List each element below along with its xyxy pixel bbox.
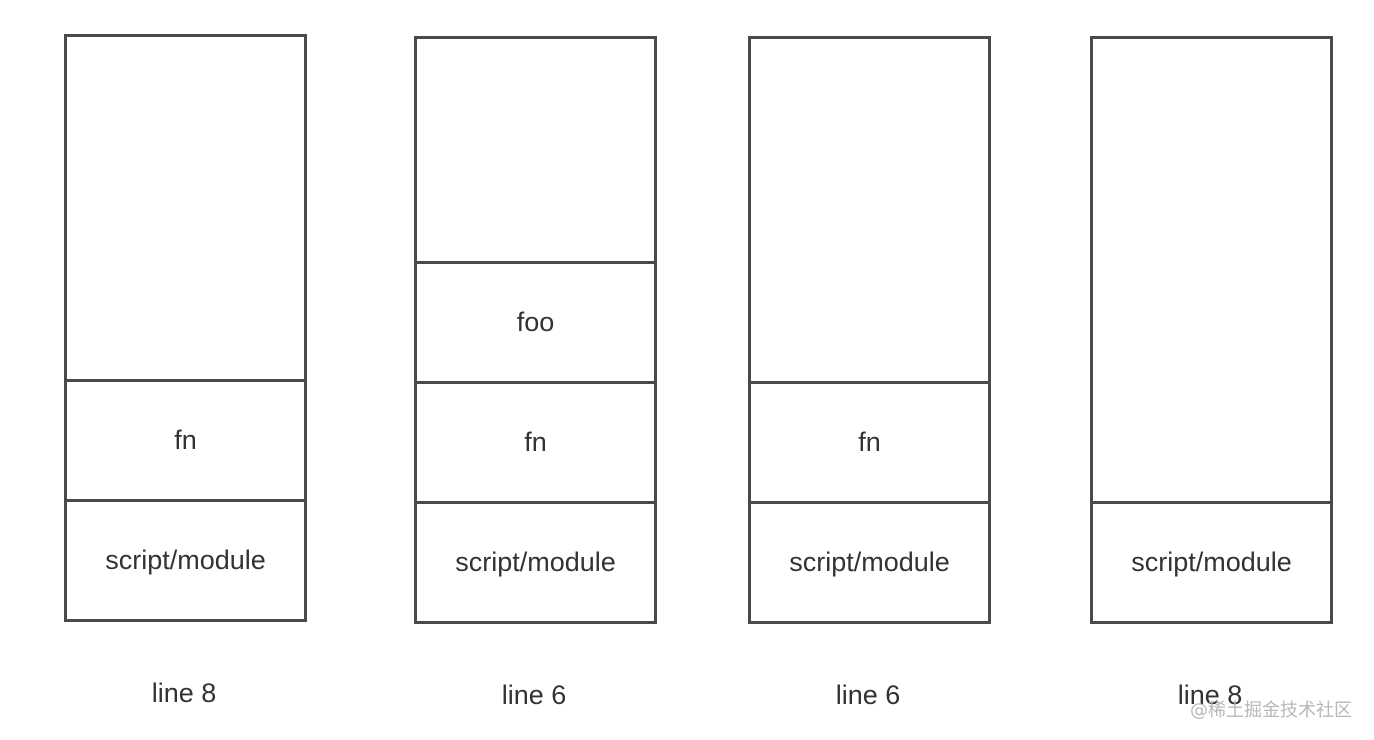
stack-frame-fn: fn	[751, 381, 988, 501]
stack-frame-foo: foo	[417, 261, 654, 381]
stack-frame-fn: fn	[417, 381, 654, 501]
call-stack-2: foo fn script/module	[414, 36, 657, 624]
stack-caption-2: line 6	[501, 680, 567, 710]
stack-frame-script-module: script/module	[751, 501, 988, 621]
stack-caption-3: line 6	[835, 680, 901, 710]
stack-frame-script-module: script/module	[67, 499, 304, 619]
call-stack-3: fn script/module	[748, 36, 991, 624]
stack-frame-fn: fn	[67, 379, 304, 499]
call-stack-4: script/module	[1090, 36, 1333, 624]
stack-caption-1: line 8	[151, 678, 217, 708]
watermark: @稀土掘金技术社区	[1190, 700, 1352, 721]
call-stack-1: fn script/module	[64, 34, 307, 622]
stack-frame-script-module: script/module	[417, 501, 654, 621]
stack-frame-script-module: script/module	[1093, 501, 1330, 621]
stack-caption-4: line 8	[1177, 680, 1243, 710]
